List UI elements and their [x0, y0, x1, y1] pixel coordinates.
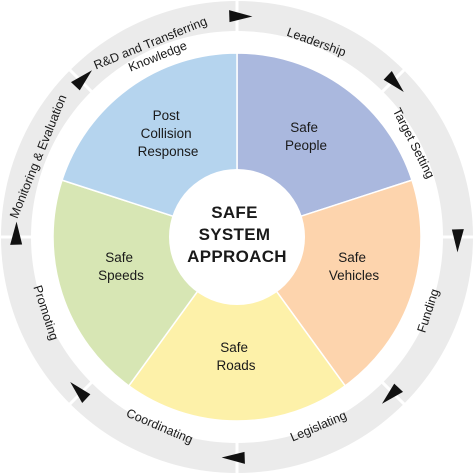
ring-arrow-icon — [383, 70, 404, 93]
center-title: SAFE SYSTEM APPROACH — [187, 203, 287, 266]
pillar-label-speeds: Safe Speeds — [98, 250, 144, 283]
center-title-line2: SYSTEM — [199, 225, 271, 244]
ring-arrow-icon — [10, 221, 23, 245]
ring-arrow-icon — [70, 381, 91, 404]
ring-arrow-icon — [381, 383, 404, 404]
center-disc — [169, 169, 305, 305]
ring-arrow-icon — [70, 70, 93, 91]
pillar-label-roads: Safe Roads — [216, 340, 255, 373]
center-title-line3: APPROACH — [187, 247, 287, 266]
center-title-line1: SAFE — [211, 203, 258, 222]
ring-arrow-icon — [229, 10, 253, 23]
pillar-label-people: Safe People — [285, 120, 327, 153]
pillar-wedge-roads — [127, 235, 347, 422]
ring-arrow-icon — [221, 451, 245, 464]
pillar-label-vehicles: Safe Vehicles — [329, 250, 380, 283]
pillar-label-post-crash: Post Collision Response — [138, 108, 199, 159]
ring-arrow-icon — [451, 229, 464, 253]
